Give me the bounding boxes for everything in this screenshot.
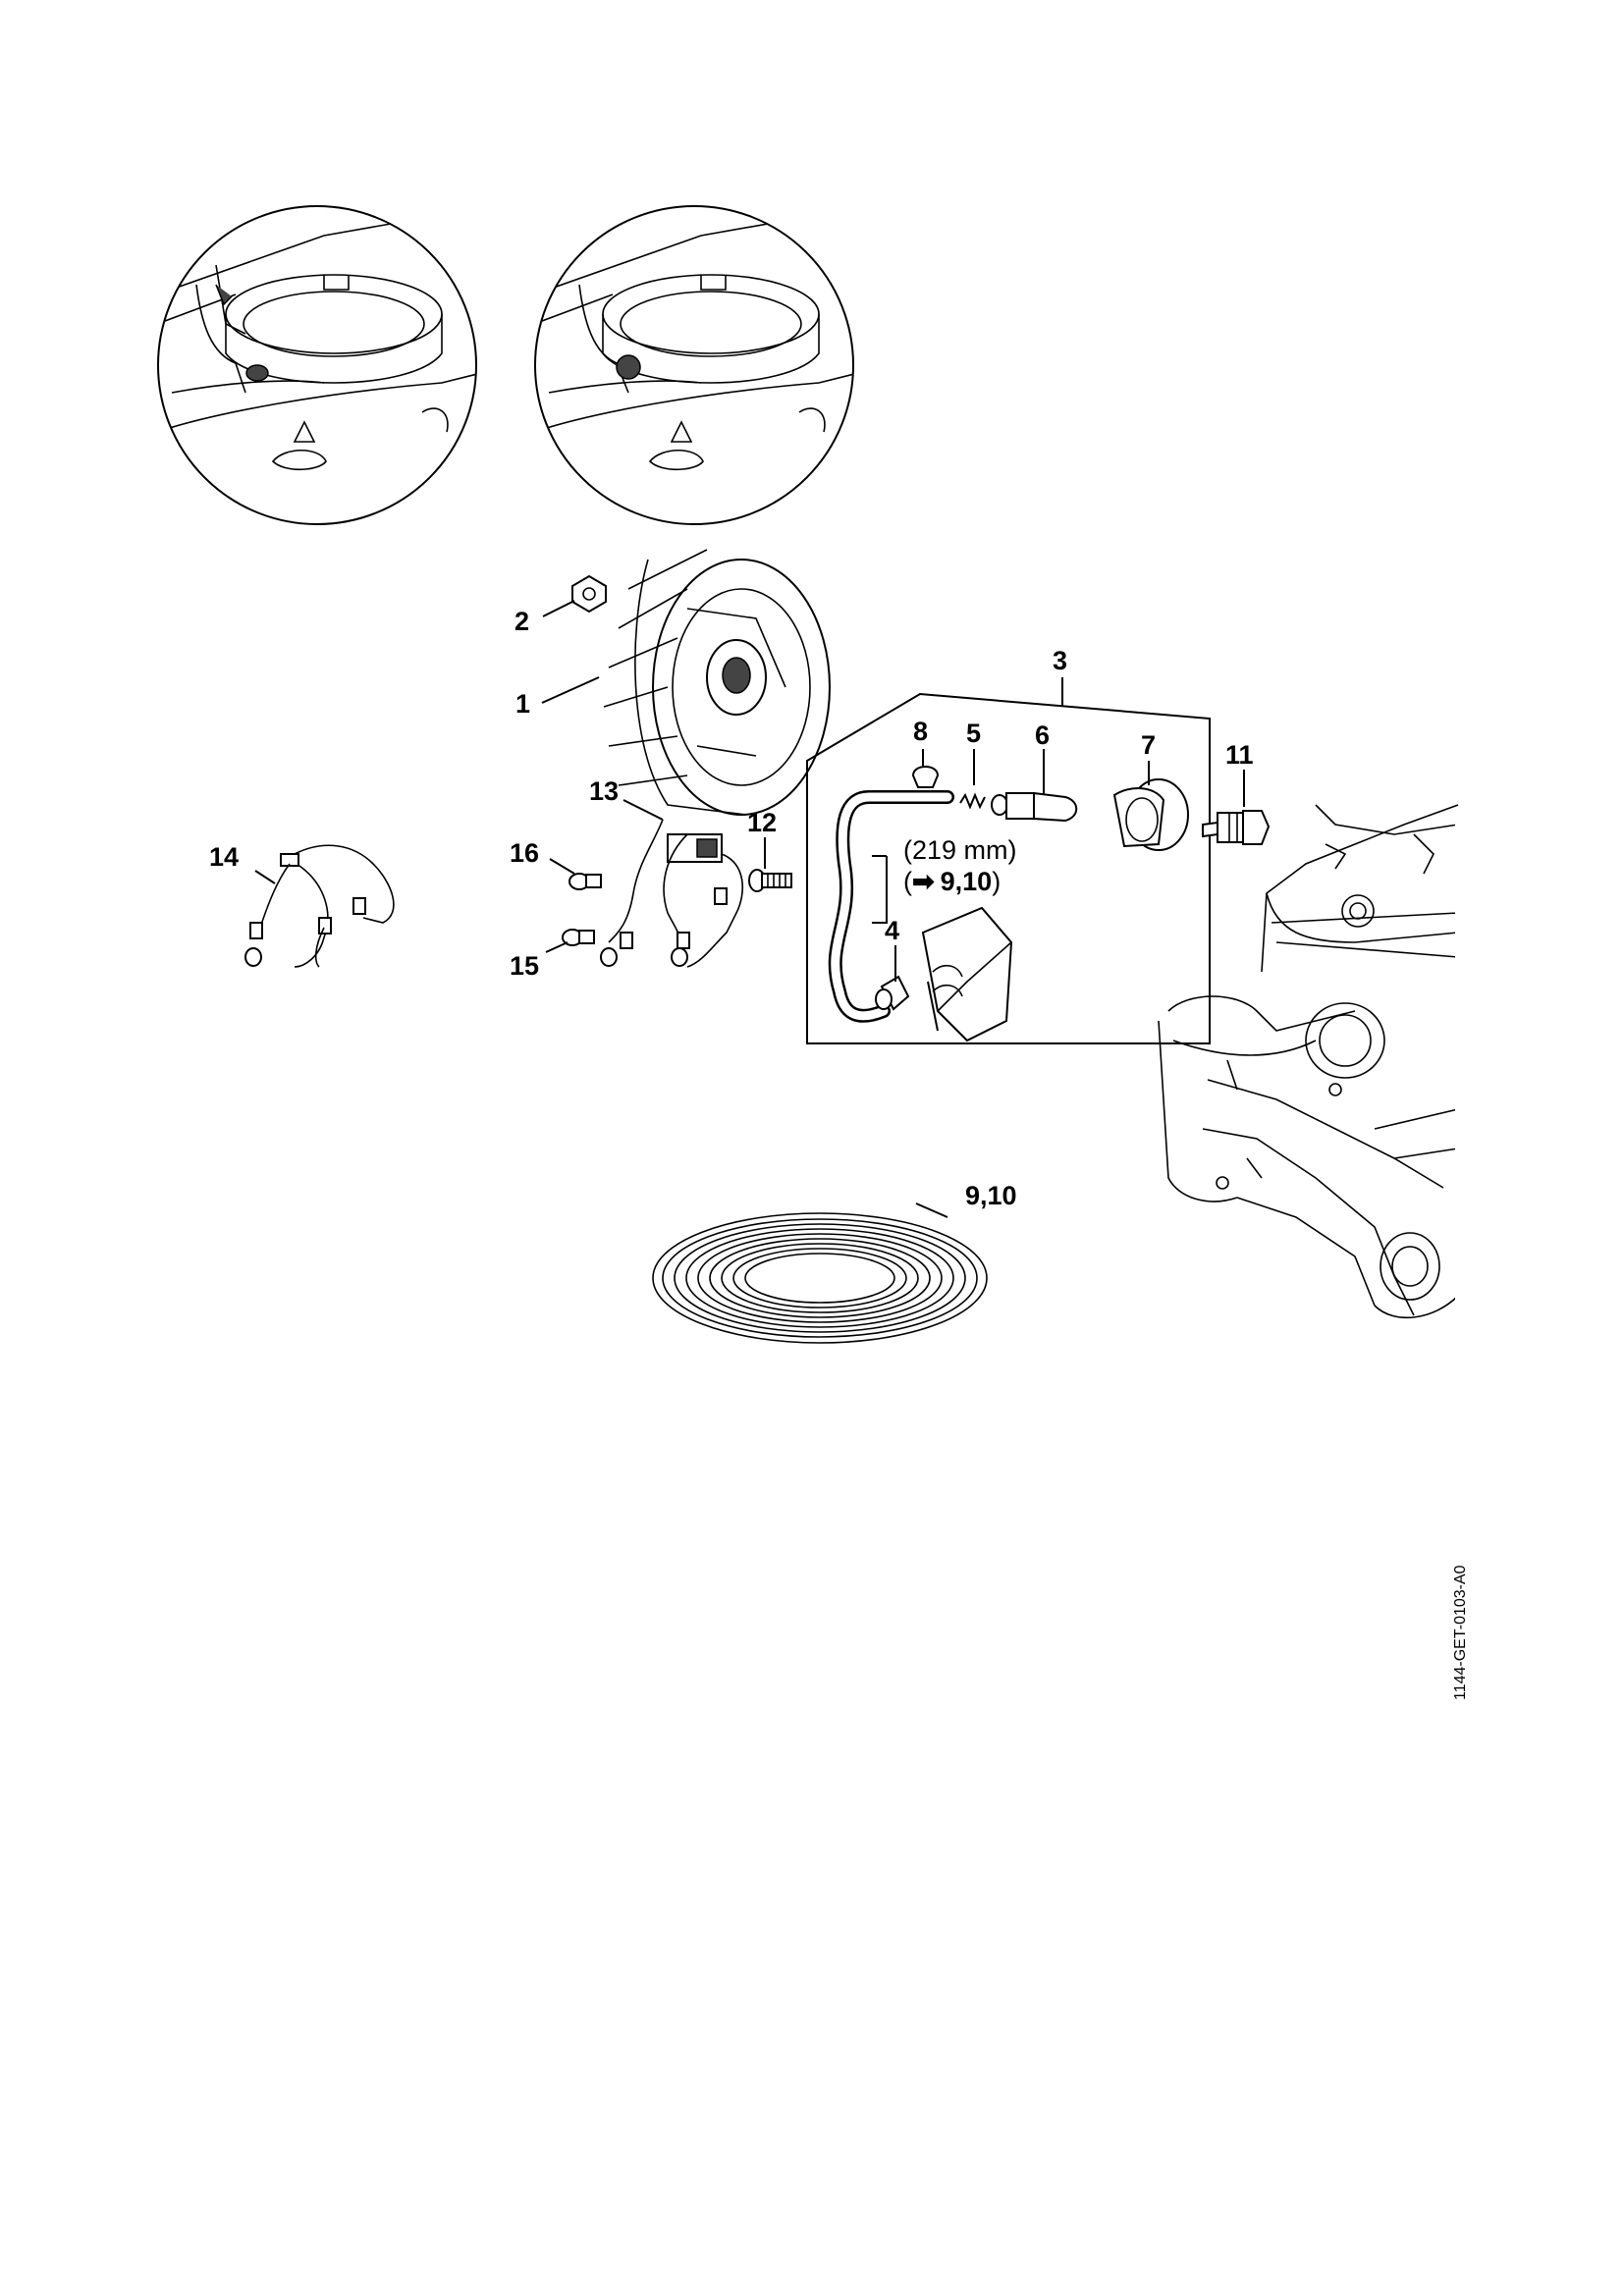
callout-8: 8 — [913, 717, 928, 746]
callout-6: 6 — [1035, 721, 1050, 750]
detail-view-left — [157, 205, 477, 525]
callout-2: 2 — [514, 607, 529, 636]
svg-text:(➡9,10): (➡9,10) — [903, 867, 1001, 896]
ref-value: 9,10 — [941, 867, 993, 896]
grommet-part — [1112, 778, 1189, 851]
callout-3: 3 — [1053, 646, 1067, 675]
ref-close: ) — [992, 867, 1001, 896]
ignition-module-part — [921, 906, 1013, 1042]
callout-9-10: 9,10 — [965, 1181, 1017, 1210]
pickup-filter-part — [991, 791, 1078, 823]
wiring-harness-alt-part — [244, 844, 395, 968]
engine-housing — [1158, 804, 1461, 1319]
valve-part — [1202, 810, 1271, 845]
screw-part-15 — [562, 929, 595, 946]
wiring-harness-part — [600, 819, 743, 968]
detail-view-right — [534, 205, 854, 525]
ignition-kit-frame — [806, 677, 1211, 1044]
callout-labels: 1 2 3 4 5 6 7 8 9,10 11 12 13 14 15 16 — [209, 607, 1254, 1210]
hose-length-text: (219 mm) — [903, 835, 1017, 865]
flywheel-part — [603, 549, 831, 816]
callout-13: 13 — [589, 776, 619, 806]
screw-part-16 — [568, 873, 602, 890]
clip-part — [911, 766, 940, 788]
fuel-hose-part — [828, 790, 954, 1023]
leader-lines — [254, 600, 1245, 1218]
callout-4: 4 — [885, 916, 899, 945]
hose-length-note: (219 mm) (➡9,10) — [903, 835, 1017, 896]
ref-open: ( — [903, 867, 912, 896]
callout-15: 15 — [510, 951, 539, 981]
fitting-part — [875, 975, 910, 1011]
nut-part — [571, 574, 607, 614]
callout-14: 14 — [209, 842, 239, 872]
spring-part — [959, 792, 986, 810]
callout-16: 16 — [510, 838, 539, 868]
callout-5: 5 — [966, 719, 981, 748]
callout-7: 7 — [1141, 730, 1156, 760]
arrow-icon: ➡ — [912, 867, 935, 896]
hose-coil-part — [652, 1212, 988, 1344]
callout-11: 11 — [1225, 740, 1254, 770]
figure-code: 1144-GET-0103-A0 — [1452, 1565, 1469, 1700]
screw-part-12 — [748, 869, 792, 892]
callout-12: 12 — [747, 808, 777, 837]
callout-1: 1 — [515, 689, 530, 719]
